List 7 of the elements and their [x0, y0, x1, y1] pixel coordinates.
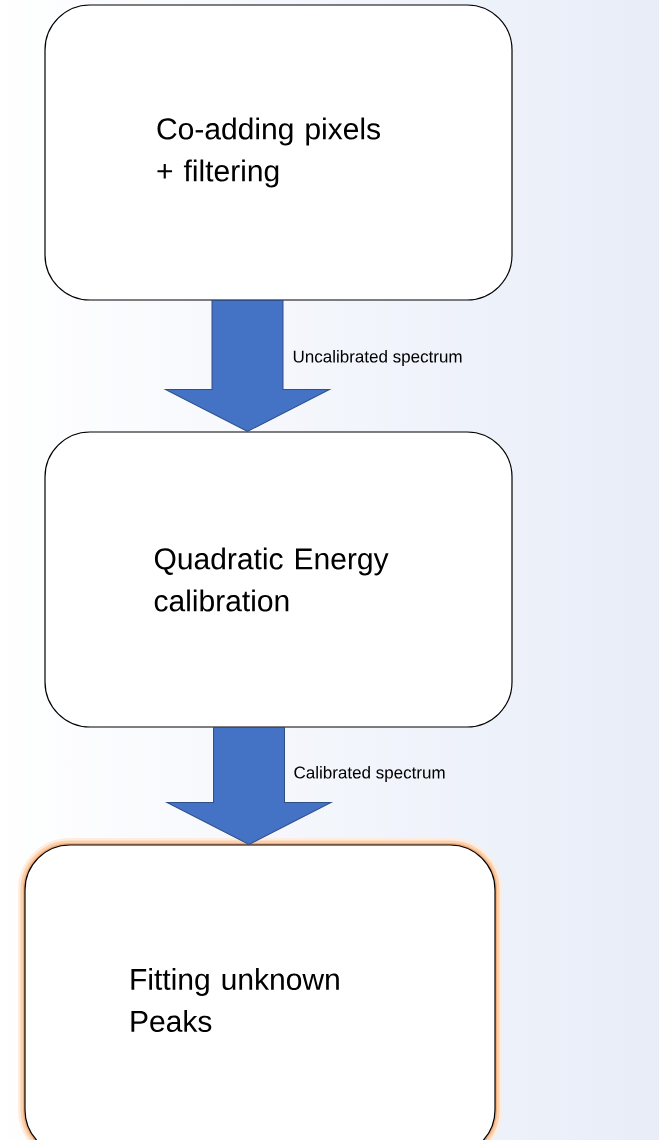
block-arrow	[166, 727, 332, 845]
process-box: Co-adding pixels + filtering	[44, 4, 513, 301]
edge-label: Calibrated spectrum	[294, 766, 445, 782]
process-box: Fitting unknown Peaks	[18, 838, 502, 1140]
block-arrow	[165, 300, 330, 432]
edge-label: Uncalibrated spectrum	[293, 350, 462, 366]
process-box: Quadratic Energy calibration	[44, 431, 513, 728]
